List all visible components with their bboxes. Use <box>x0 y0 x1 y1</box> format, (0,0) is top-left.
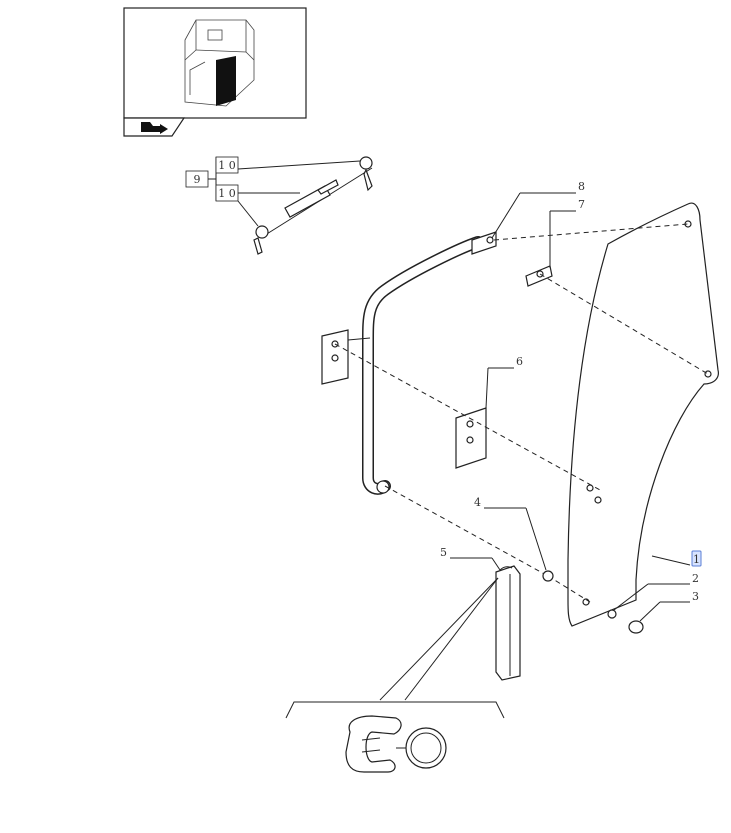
seal-detail-view <box>285 577 505 773</box>
door-glass-panel <box>567 202 719 627</box>
cab-thumbnail-icon <box>184 19 255 107</box>
next-page-arrow-icon <box>141 122 168 134</box>
svg-text:1 0: 1 0 <box>218 159 236 172</box>
svg-text:2: 2 <box>692 572 699 585</box>
hinge-plate-8 <box>471 231 497 255</box>
callout-1-highlight <box>691 550 702 567</box>
callout-2[interactable]: 2 <box>613 572 699 611</box>
callout-7[interactable]: 7 <box>549 198 585 268</box>
callout-3[interactable]: 3 <box>639 590 699 622</box>
callout-6[interactable]: 6 <box>485 355 523 409</box>
washer-2 <box>607 609 617 619</box>
callout-9[interactable]: 9 <box>185 157 217 201</box>
svg-text:1 0: 1 0 <box>218 187 236 200</box>
hinge-plate-7 <box>525 265 553 287</box>
callout-10-lower[interactable]: 1 0 <box>215 184 300 227</box>
callout-5[interactable]: 5 <box>440 546 501 571</box>
callout-1[interactable]: 1 <box>651 550 702 567</box>
washer-4 <box>542 570 554 582</box>
callout-10-upper[interactable]: 1 0 <box>215 156 361 174</box>
svg-text:8: 8 <box>578 180 585 193</box>
highlighted-door-icon <box>216 56 236 106</box>
svg-text:5: 5 <box>440 546 447 559</box>
svg-text:1: 1 <box>693 553 700 566</box>
gas-strut-assembly <box>253 156 373 255</box>
latch-plate-6 <box>455 407 487 469</box>
door-handle-bar <box>321 236 487 495</box>
callout-8[interactable]: 8 <box>491 180 585 239</box>
next-page-button[interactable] <box>123 117 186 137</box>
location-thumbnail[interactable] <box>123 7 307 119</box>
callout-4[interactable]: 4 <box>474 496 547 571</box>
svg-text:3: 3 <box>692 590 699 603</box>
assembly-lines <box>334 223 709 603</box>
svg-text:7: 7 <box>578 198 585 211</box>
svg-text:4: 4 <box>474 496 481 509</box>
svg-text:9: 9 <box>194 173 201 186</box>
seal-strip-5 <box>495 565 521 681</box>
cap-nut-3 <box>628 620 644 634</box>
svg-text:6: 6 <box>516 355 523 368</box>
